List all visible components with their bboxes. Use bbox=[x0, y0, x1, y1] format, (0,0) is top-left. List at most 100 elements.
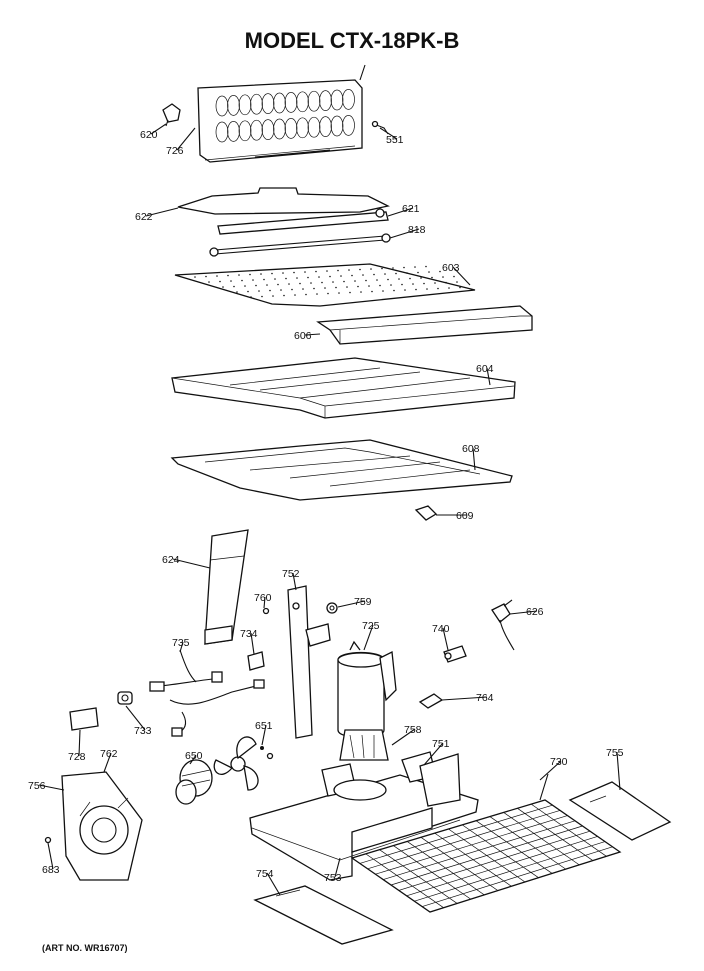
part-764-drawing bbox=[418, 693, 444, 709]
leader-line-650 bbox=[189, 754, 197, 765]
leader-line-764 bbox=[441, 696, 488, 701]
leader-line-626 bbox=[509, 610, 538, 615]
leader-line-603 bbox=[452, 266, 471, 286]
part-730-drawing bbox=[350, 773, 622, 913]
part-number-label-733: 733 bbox=[134, 725, 152, 737]
part-756-drawing bbox=[61, 771, 143, 881]
leader-line-752 bbox=[292, 572, 297, 591]
part-733-drawing bbox=[117, 691, 133, 705]
part-683-drawing bbox=[44, 836, 52, 844]
leader-line-620 bbox=[150, 123, 167, 135]
part-622-drawing bbox=[177, 187, 390, 215]
leader-line-751 bbox=[423, 742, 444, 766]
part-number-label-609: 609 bbox=[456, 510, 474, 522]
part-number-label-651: 651 bbox=[255, 720, 273, 732]
part-621-drawing bbox=[217, 208, 389, 235]
leader-line-755 bbox=[616, 751, 621, 791]
part-number-label-764: 764 bbox=[476, 692, 494, 704]
part-number-label-622: 622 bbox=[135, 211, 153, 223]
leader-line-730 bbox=[539, 760, 562, 781]
part-number-label-621: 621 bbox=[402, 203, 420, 215]
part-753-drawing bbox=[249, 751, 479, 881]
part-754-drawing bbox=[253, 885, 394, 945]
part-number-label-624: 624 bbox=[162, 554, 180, 566]
part-651-drawing bbox=[213, 736, 274, 791]
leader-line-604 bbox=[486, 367, 491, 386]
leader-line-756 bbox=[38, 784, 65, 791]
part-number-label-728: 728 bbox=[68, 751, 86, 763]
leader-line-762 bbox=[103, 752, 112, 773]
art-number: (ART NO. WR16707) bbox=[42, 943, 128, 953]
part-755-drawing bbox=[568, 781, 672, 841]
leader-line-740 bbox=[442, 627, 449, 651]
part-number-label-620: 620 bbox=[140, 129, 158, 141]
part-number-label-755: 755 bbox=[606, 747, 624, 759]
part-number-label-726: 726 bbox=[166, 145, 184, 157]
evaporator-coil-drawing bbox=[197, 64, 366, 163]
leader-line-622 bbox=[145, 207, 179, 217]
part-624-drawing bbox=[204, 529, 249, 645]
part-650-drawing bbox=[175, 759, 213, 805]
leader-line-726 bbox=[176, 127, 196, 151]
part-number-label-762: 762 bbox=[100, 748, 118, 760]
leader-line-606 bbox=[304, 333, 321, 336]
part-626-drawing bbox=[491, 599, 515, 651]
part-620-drawing bbox=[162, 103, 181, 127]
part-number-label-735: 735 bbox=[172, 637, 190, 649]
leader-line-758 bbox=[391, 728, 416, 746]
part-number-label-753: 753 bbox=[324, 872, 342, 884]
part-725-drawing bbox=[337, 640, 397, 761]
part-number-label-754: 754 bbox=[256, 868, 274, 880]
part-number-label-683: 683 bbox=[42, 864, 60, 876]
leader-line-651 bbox=[261, 724, 267, 746]
part-number-label-734: 734 bbox=[240, 628, 258, 640]
part-734-drawing bbox=[247, 651, 265, 671]
part-number-label-603: 603 bbox=[442, 262, 460, 274]
part-728-drawing bbox=[69, 707, 99, 731]
part-752-drawing bbox=[287, 585, 331, 739]
part-606-drawing bbox=[316, 305, 533, 345]
part-603-drawing bbox=[174, 263, 476, 307]
part-number-label-626: 626 bbox=[526, 606, 544, 618]
leader-line-818 bbox=[389, 228, 420, 239]
part-number-label-606: 606 bbox=[294, 330, 312, 342]
leader-line-754 bbox=[266, 872, 281, 896]
leader-line-725 bbox=[363, 624, 374, 651]
leader-line-728 bbox=[78, 729, 81, 757]
part-number-label-756: 756 bbox=[28, 780, 46, 792]
leader-line-734 bbox=[250, 632, 255, 655]
part-604-drawing bbox=[171, 357, 516, 419]
part-number-label-650: 650 bbox=[185, 750, 203, 762]
leader-line-733 bbox=[125, 705, 146, 731]
part-735-drawing bbox=[149, 649, 265, 737]
part-740-drawing bbox=[443, 645, 467, 663]
part-number-label-725: 725 bbox=[362, 620, 380, 632]
callout-labels: 620 726 551 622 621 818 603 606 604 608 609 624 752 7… bbox=[28, 123, 624, 896]
part-number-label-740: 740 bbox=[432, 623, 450, 635]
leader-line-735 bbox=[179, 641, 184, 653]
part-609-drawing bbox=[414, 505, 438, 521]
part-number-label-730: 730 bbox=[550, 756, 568, 768]
leader-line-621 bbox=[387, 207, 414, 217]
leader-line-608 bbox=[472, 447, 476, 471]
part-818-drawing bbox=[209, 233, 391, 257]
part-760-drawing bbox=[262, 607, 270, 615]
part-number-label-608: 608 bbox=[462, 443, 480, 455]
part-759-drawing bbox=[326, 602, 338, 614]
leader-line-759 bbox=[337, 600, 366, 608]
part-number-label-760: 760 bbox=[254, 592, 272, 604]
leader-line-551 bbox=[379, 127, 398, 140]
diagram-title: MODEL CTX-18PK-B bbox=[245, 28, 460, 53]
leader-line-753 bbox=[334, 857, 341, 878]
part-number-label-752: 752 bbox=[282, 568, 300, 580]
part-number-label-551: 551 bbox=[386, 134, 404, 146]
leader-line-624 bbox=[172, 558, 211, 569]
leader-line-683 bbox=[47, 842, 54, 870]
part-608-drawing bbox=[170, 439, 513, 501]
part-number-label-758: 758 bbox=[404, 724, 422, 736]
part-number-label-604: 604 bbox=[476, 363, 494, 375]
part-number-label-759: 759 bbox=[354, 596, 372, 608]
leader-line-760 bbox=[263, 596, 266, 609]
part-number-label-818: 818 bbox=[408, 224, 426, 236]
